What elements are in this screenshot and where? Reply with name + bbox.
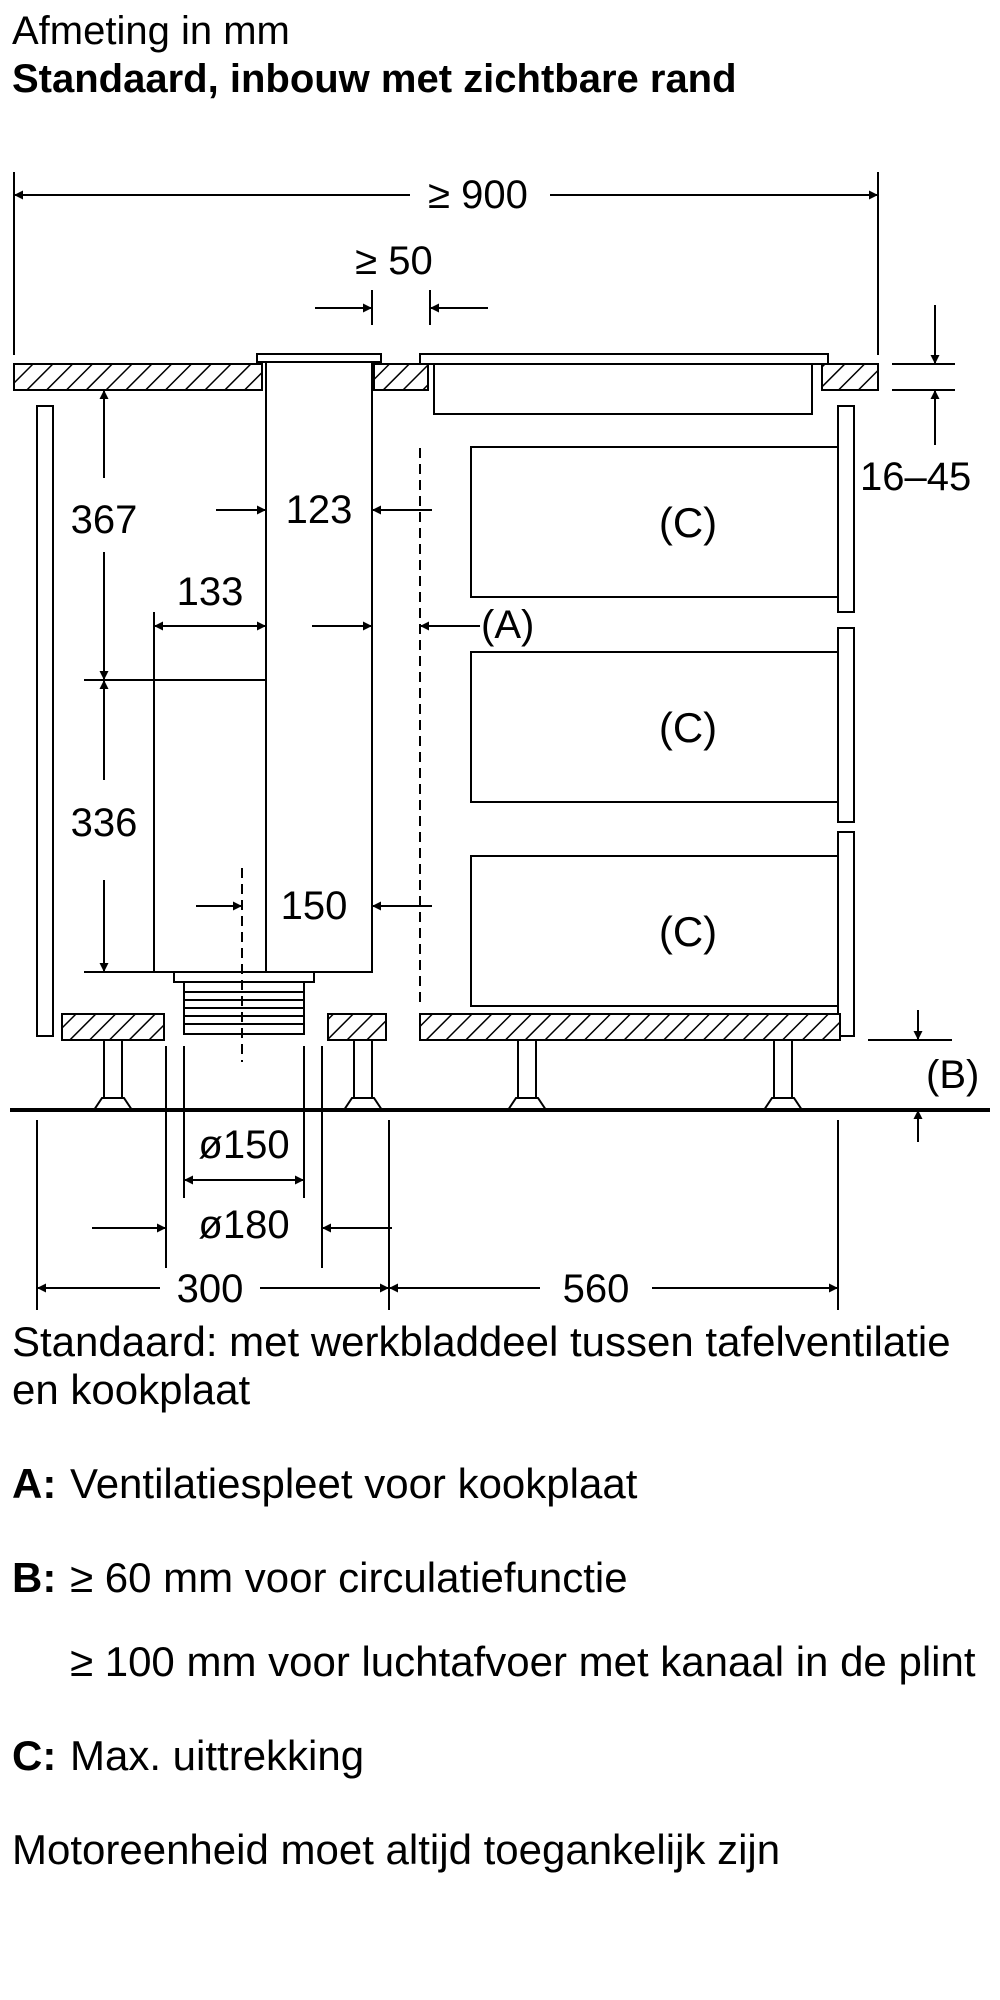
worktop: [13, 363, 879, 391]
dim-heights: [84, 390, 154, 973]
note-a-key: A:: [12, 1460, 57, 1507]
pipe-outer-label: ø180: [198, 1203, 289, 1247]
unit-caption: Afmeting in mm: [12, 9, 290, 53]
note-c: C: Max. uittrekking: [12, 1732, 992, 1780]
label-a: (A): [481, 603, 534, 647]
notes: Standaard: met werkbladdeel tussen tafel…: [12, 1318, 992, 1874]
note-b-text-2: ≥ 100 mm voor luchtafvoer met kanaal in …: [70, 1638, 976, 1685]
note-standard: Standaard: met werkbladdeel tussen tafel…: [12, 1318, 951, 1413]
note-b-text: ≥ 60 mm voor circulatiefunctie: [70, 1554, 628, 1601]
cabinet-right-width-label: 560: [563, 1267, 630, 1310]
dim-duct-width: [216, 505, 432, 631]
cabinet-base: [61, 1013, 841, 1041]
dim-cabinet-widths: [36, 1120, 839, 1310]
cabinet-feet: [92, 1039, 804, 1111]
note-b-key: B:: [12, 1554, 57, 1601]
duct-width-label: 123: [286, 488, 353, 532]
height-motor-label: 336: [71, 801, 138, 845]
worktop-thickness-label: 16–45: [860, 455, 971, 499]
dim-gap: [315, 290, 488, 325]
drawer-label-3: (C): [659, 908, 717, 955]
downdraft-vent-unit: [256, 353, 382, 973]
dim-worktop-thickness: [892, 305, 955, 445]
total-width-label: ≥ 900: [428, 173, 528, 217]
diagram-title: Standaard, inbouw met zichtbare rand: [12, 57, 737, 101]
hob: [419, 353, 829, 415]
dim-motor-width: [153, 612, 266, 680]
cabinet-left-width-label: 300: [177, 1267, 244, 1310]
duct-lower-label: 150: [281, 884, 348, 928]
motor-unit: [153, 679, 315, 1035]
drawer-label-2: (C): [659, 704, 717, 751]
drawers: [470, 405, 855, 1037]
pipe-inner-label: ø150: [198, 1123, 289, 1167]
dim-plinth: [868, 1010, 952, 1142]
motor-width-label: 133: [177, 570, 244, 614]
note-a-text: Ventilatiespleet voor kookplaat: [70, 1460, 638, 1507]
height-upper-label: 367: [71, 498, 138, 542]
installation-diagram: ≥ 900 ≥ 50 16–45: [10, 172, 990, 1310]
gap-label: ≥ 50: [355, 239, 433, 283]
left-side-panel: [36, 405, 54, 1037]
dim-total-width: [13, 172, 879, 355]
note-c-text: Max. uittrekking: [70, 1732, 365, 1779]
label-b: (B): [926, 1053, 979, 1097]
dim-pipe: [92, 1046, 392, 1268]
note-c-key: C:: [12, 1732, 57, 1779]
note-a: A: Ventilatiespleet voor kookplaat: [12, 1460, 992, 1508]
note-b: B: ≥ 60 mm voor circulatiefunctie: [12, 1554, 992, 1602]
note-motor: Motoreenheid moet altijd toegankelijk zi…: [12, 1826, 781, 1873]
drawer-label-1: (C): [659, 499, 717, 546]
